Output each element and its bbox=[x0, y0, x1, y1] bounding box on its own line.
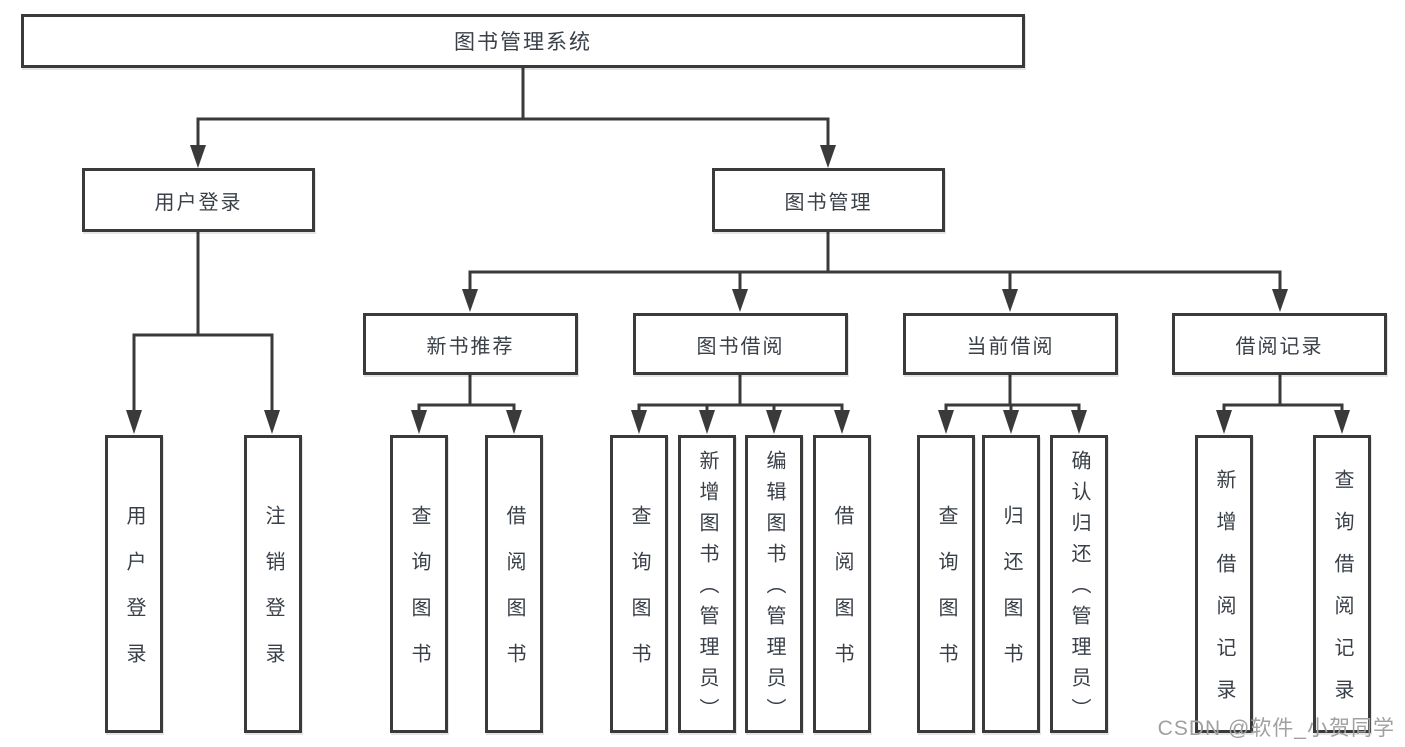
node-label: 图书管理系统 bbox=[454, 31, 592, 54]
arrowhead bbox=[506, 410, 522, 434]
connector-root-to-level2 bbox=[190, 66, 836, 168]
arrowhead bbox=[462, 289, 478, 312]
csdn-watermark: CSDN @软件_小贺同学 bbox=[1157, 717, 1395, 740]
leaf-edit-books-admin: 编辑图书（管理员） bbox=[745, 435, 803, 733]
leaf-query-books-borrowing: 查询图书 bbox=[610, 435, 668, 733]
arrowhead bbox=[732, 289, 748, 312]
node-label: 借阅记录 bbox=[1235, 335, 1324, 358]
leaf-label: 新增图书（管理员） bbox=[696, 450, 718, 729]
connector-borrowrecord-to-leaves bbox=[1216, 373, 1350, 434]
leaf-label: 查询图书 bbox=[408, 505, 430, 689]
node-borrowing-records: 借阅记录 bbox=[1172, 313, 1387, 375]
arrowhead bbox=[1002, 289, 1018, 312]
node-label: 当前借阅 bbox=[966, 335, 1055, 358]
leaf-label: 注销登录 bbox=[262, 505, 284, 689]
arrowhead bbox=[834, 410, 850, 434]
node-new-book-recommend: 新书推荐 bbox=[363, 313, 578, 375]
arrowhead bbox=[1003, 410, 1019, 434]
arrowhead bbox=[631, 410, 647, 434]
leaf-label: 归还图书 bbox=[1000, 505, 1022, 689]
leaf-add-borrow-record: 新增借阅记录 bbox=[1195, 435, 1253, 733]
connector-bookborrow-to-leaves bbox=[631, 373, 850, 434]
node-label: 用户登录 bbox=[154, 191, 243, 214]
leaf-logout: 注销登录 bbox=[244, 435, 302, 733]
node-book-management: 图书管理 bbox=[712, 168, 945, 232]
connector-userlogin-to-leaves bbox=[126, 230, 280, 434]
node-label: 图书管理 bbox=[784, 191, 873, 214]
arrowhead bbox=[820, 145, 836, 168]
leaf-query-borrow-record: 查询借阅记录 bbox=[1313, 435, 1371, 733]
connector-newbook-to-leaves bbox=[411, 373, 522, 434]
arrowhead bbox=[938, 410, 954, 434]
leaf-label: 查询图书 bbox=[628, 505, 650, 689]
arrowhead bbox=[766, 410, 782, 434]
leaf-label: 查询借阅记录 bbox=[1331, 469, 1353, 721]
node-system-root: 图书管理系统 bbox=[21, 14, 1025, 68]
leaf-borrow-books-recommend: 借阅图书 bbox=[485, 435, 543, 733]
leaf-query-books-current: 查询图书 bbox=[917, 435, 975, 733]
leaf-add-books-admin: 新增图书（管理员） bbox=[678, 435, 736, 733]
leaf-label: 用户登录 bbox=[123, 505, 145, 689]
arrowhead bbox=[1334, 410, 1350, 434]
leaf-return-books: 归还图书 bbox=[982, 435, 1040, 733]
leaf-confirm-return-admin: 确认归还（管理员） bbox=[1050, 435, 1108, 733]
arrowhead bbox=[126, 410, 142, 434]
node-label: 新书推荐 bbox=[426, 335, 515, 358]
leaf-label: 查询图书 bbox=[935, 505, 957, 689]
arrowhead bbox=[411, 410, 427, 434]
node-book-borrowing: 图书借阅 bbox=[633, 313, 848, 375]
leaf-query-books-recommend: 查询图书 bbox=[390, 435, 448, 733]
node-current-borrowing: 当前借阅 bbox=[903, 313, 1118, 375]
leaf-label: 借阅图书 bbox=[831, 505, 853, 689]
arrowhead bbox=[699, 410, 715, 434]
leaf-label: 新增借阅记录 bbox=[1213, 469, 1235, 721]
node-label: 图书借阅 bbox=[696, 335, 785, 358]
leaf-borrow-books: 借阅图书 bbox=[813, 435, 871, 733]
arrowhead bbox=[1216, 410, 1232, 434]
leaf-user-login: 用户登录 bbox=[105, 435, 163, 733]
arrowhead bbox=[190, 145, 206, 168]
leaf-label: 借阅图书 bbox=[503, 505, 525, 689]
node-user-login-branch: 用户登录 bbox=[82, 168, 315, 232]
arrowhead bbox=[264, 410, 280, 434]
leaf-label: 编辑图书（管理员） bbox=[763, 450, 785, 729]
connector-bookmgmt-to-level3 bbox=[462, 230, 1288, 312]
arrowhead bbox=[1071, 410, 1087, 434]
connector-currentborrow-to-leaves bbox=[938, 373, 1087, 434]
leaf-label: 确认归还（管理员） bbox=[1068, 450, 1090, 729]
arrowhead bbox=[1272, 289, 1288, 312]
